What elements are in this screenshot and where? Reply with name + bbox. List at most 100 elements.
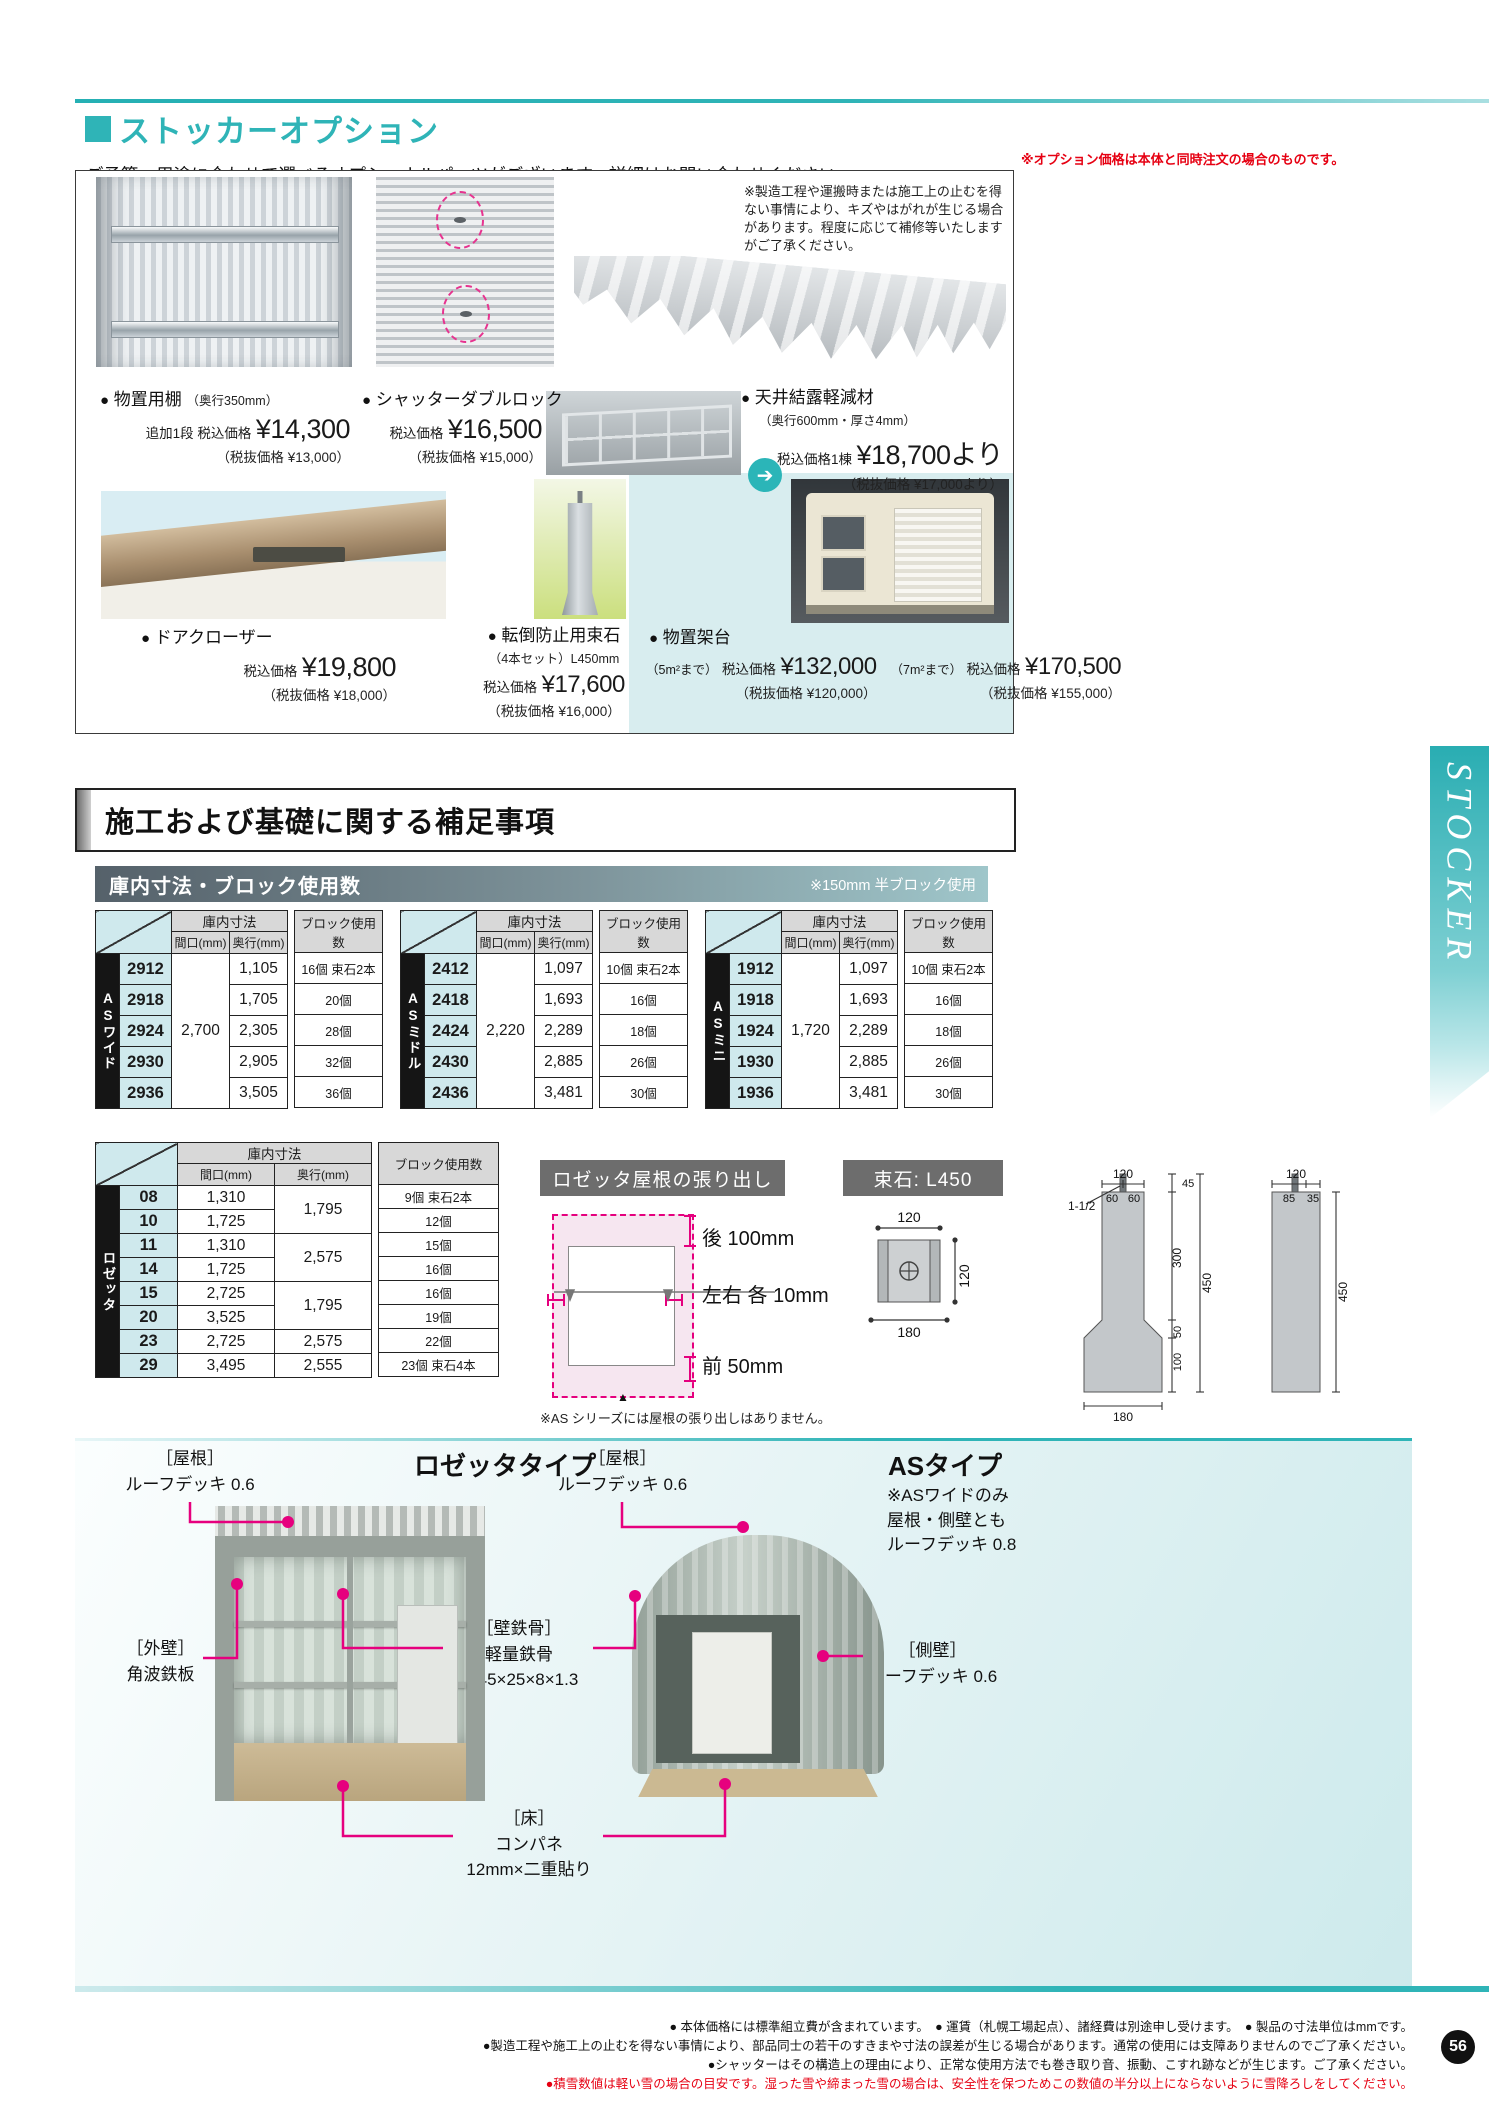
construction-section-title: 施工および基礎に関する補足事項 — [105, 807, 556, 839]
product-price: 追加1段 税込価格 ¥14,300 — [145, 414, 351, 444]
width-value-cell: 1,310 — [177, 1185, 275, 1210]
depth-value-cell: 2,885 — [534, 1046, 593, 1078]
product-price: 税込価格 ¥16,500 — [389, 414, 542, 444]
width-value-cell: 1,720 — [781, 953, 840, 1109]
depth-value-cell: 2,885 — [839, 1046, 898, 1078]
inner-dimension-header: 庫内寸法 — [171, 910, 288, 932]
overhang-note: ※AS シリーズには屋根の張り出しはありません。 — [540, 1411, 831, 1426]
width-header: 間口(mm) — [171, 931, 230, 954]
depth-value-cell: 1,693 — [839, 984, 898, 1016]
block-count-cell: 16個 — [378, 1280, 499, 1305]
product-shelf: ● 物置用棚 （奥行350mm） 追加1段 税込価格 ¥14,300 （税抜価格… — [100, 385, 351, 466]
model-number-cell: 1930 — [729, 1046, 782, 1078]
model-number-cell: 2430 — [424, 1046, 477, 1078]
block-count-header: ブロック使用数 — [294, 910, 383, 953]
product-tax-price: （税抜価格 ¥16,000） — [487, 704, 621, 719]
as-type-note: ※ASワイドのみ 屋根・側壁とも ルーフデッキ 0.8 — [887, 1486, 1017, 1555]
shutter-lock-photo — [376, 177, 554, 367]
side-wall-label: ［側壁］ ルーフデッキ 0.6 — [867, 1641, 998, 1686]
width-header: 間口(mm) — [781, 931, 840, 954]
depth-header: 奥行(mm) — [839, 931, 898, 954]
rozetta-post — [347, 1557, 354, 1743]
model-number-cell: 1936 — [729, 1077, 782, 1109]
depth-value-cell: 2,575 — [274, 1233, 372, 1282]
inner-dimension-header: 庫内寸法 — [476, 910, 593, 932]
frame-grid — [561, 405, 732, 467]
footer-note: ● 本体価格には標準組立費が含まれています。 ● 運賃（札幌工場起点）、諸経費は… — [669, 2020, 1413, 2034]
depth-header: 奥行(mm) — [534, 931, 593, 954]
shelf-bar — [111, 226, 339, 244]
model-number-cell: 1924 — [729, 1015, 782, 1047]
bullet-icon: ● — [741, 390, 751, 407]
product-name: ● 天井結露軽減材 — [741, 388, 874, 407]
width-value-cell: 3,525 — [177, 1305, 275, 1330]
product-price: 税込価格 ¥17,600 — [483, 671, 625, 698]
pier-pin — [577, 491, 583, 505]
pier-plan-view: 120 120 180 — [868, 1209, 972, 1340]
footer-snow-note: ●積雪数値は軽い雪の場合の目安です。湿った雪や締まった雪の場合は、安全性を保つた… — [545, 2077, 1413, 2091]
svg-text:450: 450 — [1336, 1282, 1350, 1302]
pier-body — [562, 503, 598, 615]
title-accent-bar — [77, 790, 91, 850]
svg-text:180: 180 — [1113, 1410, 1133, 1424]
product-name: ● シャッターダブルロック — [362, 390, 563, 409]
rack-price-7m: （7m²まで） 税込価格 ¥170,500 （税抜価格 ¥155,000） — [890, 653, 1122, 701]
width-value-cell: 2,220 — [476, 953, 535, 1109]
product-shutter-lock: ● シャッターダブルロック 税込価格 ¥16,500 （税抜価格 ¥15,000… — [362, 385, 563, 466]
shed-photo — [791, 479, 1009, 623]
product-door-closer: ● ドアクローザー 税込価格 ¥19,800 （税抜価格 ¥18,000） — [141, 623, 397, 704]
block-count-header: ブロック使用数 — [904, 910, 993, 953]
product-name: ● ドアクローザー — [141, 628, 273, 647]
page-number-badge: 56 — [1441, 2030, 1475, 2064]
structure-panel: ロゼッタタイプ ASタイプ ※ASワイドのみ 屋根・側壁とも ルーフデッキ 0.… — [75, 1438, 1412, 1990]
depth-value-cell: 2,305 — [229, 1015, 288, 1047]
model-number-cell: 11 — [119, 1233, 178, 1258]
block-count-cell: 30個 — [599, 1076, 688, 1108]
model-number-cell: 2424 — [424, 1015, 477, 1047]
block-count-cell: 19個 — [378, 1304, 499, 1329]
next-arrow-icon: ➔ — [748, 458, 782, 492]
svg-text:60: 60 — [1106, 1193, 1118, 1205]
diagonal-cell — [705, 910, 782, 954]
series-label: ASワイド — [95, 953, 120, 1109]
overhang-rear-label: 後 100mm — [702, 1228, 795, 1250]
pier-panel-header: 束石: L450 — [843, 1160, 1003, 1196]
bottom-accent-band — [75, 1986, 1489, 1992]
depth-value-cell: 1,705 — [229, 984, 288, 1016]
block-count-cell: 26個 — [904, 1045, 993, 1077]
svg-text:450: 450 — [1200, 1273, 1214, 1293]
diagonal-cell — [95, 1142, 178, 1186]
width-header: 間口(mm) — [177, 1163, 275, 1186]
floor-label: ［床］ コンパネ 12mm×二重貼り — [466, 1809, 592, 1879]
rozetta-door — [396, 1604, 458, 1745]
width-header: 間口(mm) — [476, 931, 535, 954]
product-tax-price: （税抜価格 ¥13,000） — [216, 450, 350, 465]
product-price: 税込価格1棟 ¥18,700より — [776, 440, 1004, 470]
building-outline — [568, 1246, 675, 1366]
width-value-cell: 2,700 — [171, 953, 230, 1109]
product-price: 税込価格 ¥19,800 — [243, 652, 396, 682]
product-name: ● 物置用棚 （奥行350mm） — [100, 390, 279, 409]
svg-text:45: 45 — [1182, 1178, 1194, 1190]
rack-price-row: （5m²まで） 税込価格 ¥132,000 （税抜価格 ¥120,000） （7… — [646, 653, 1122, 702]
title-square-icon — [85, 115, 111, 142]
svg-text:1-1/2: 1-1/2 — [1068, 1199, 1096, 1213]
ceiling-material-photo — [574, 256, 1006, 368]
shelf-bar — [111, 321, 339, 339]
block-count-cell: 18個 — [599, 1014, 688, 1046]
depth-header: 奥行(mm) — [274, 1163, 372, 1186]
width-value-cell: 2,725 — [177, 1281, 275, 1306]
block-count-cell: 36個 — [294, 1076, 383, 1108]
series-label: ロゼッタ — [95, 1185, 120, 1378]
svg-text:120: 120 — [956, 1264, 972, 1288]
diagonal-cell — [95, 910, 172, 954]
bullet-icon: ● — [100, 392, 110, 409]
width-value-cell: 3,495 — [177, 1353, 275, 1378]
corrugated-sheet — [574, 256, 1006, 368]
